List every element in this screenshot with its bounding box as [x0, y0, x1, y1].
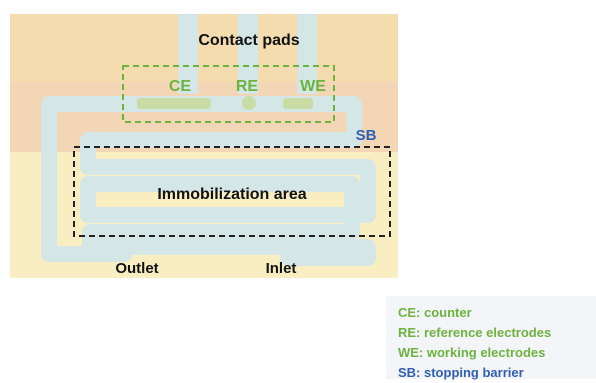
contact-lead-middle — [238, 14, 258, 94]
contact-lead-left — [178, 14, 198, 94]
electrode-region-outline — [122, 65, 335, 123]
ce-label: CE — [169, 78, 192, 95]
sb-label: SB — [356, 127, 377, 144]
contact-pads-label: Contact pads — [198, 32, 299, 49]
legend: CE: counter RE: reference electrodes WE:… — [386, 296, 596, 380]
reference-electrode — [242, 96, 256, 110]
outlet-label: Outlet — [115, 260, 158, 277]
legend-item-sb: SB: stopping barrier — [398, 365, 524, 380]
inlet-label: Inlet — [266, 260, 297, 277]
immobilization-region-outline — [73, 146, 391, 237]
contact-lead-right — [297, 14, 317, 94]
counter-electrode — [137, 98, 211, 109]
we-label: WE — [300, 78, 326, 95]
working-electrode — [283, 98, 313, 109]
immobilization-area-label: Immobilization area — [157, 186, 306, 203]
legend-item-we: WE: working electrodes — [398, 345, 546, 360]
re-label: RE — [236, 78, 259, 95]
legend-item-ce: CE: counter — [398, 305, 472, 320]
legend-item-re: RE: reference electrodes — [398, 325, 552, 340]
